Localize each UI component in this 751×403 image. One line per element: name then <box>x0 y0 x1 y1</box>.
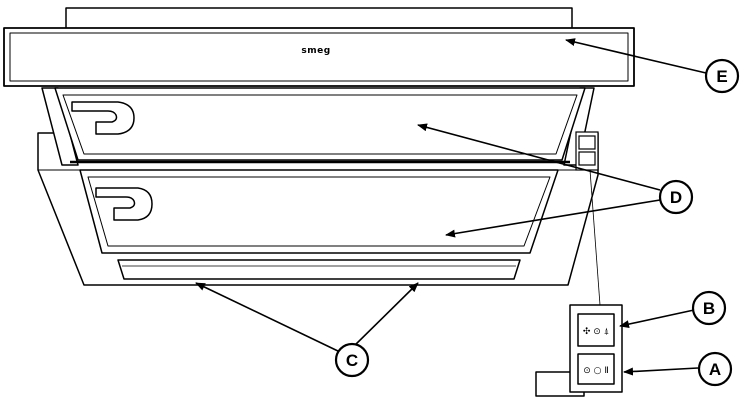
hood-switch-fan <box>578 135 596 150</box>
callout-d-circle <box>658 179 694 215</box>
fan-switch-symbols: ✣ ⊙ ⍋ <box>583 327 609 337</box>
leader-c-left <box>195 282 341 353</box>
leader-c-right <box>349 282 419 351</box>
callout-a-circle <box>697 351 733 387</box>
callout-e-circle <box>704 58 740 94</box>
fan-switch <box>577 313 615 347</box>
upper-handle-cutout <box>71 101 135 135</box>
left-rail <box>41 87 79 166</box>
upper-filter-panel-inner <box>62 94 578 155</box>
light-switch <box>577 353 615 385</box>
callout-c-label: C <box>346 351 358 370</box>
leader-a <box>623 367 699 376</box>
lower-handle-cutout <box>95 187 153 221</box>
leader-b <box>619 309 695 329</box>
callout-a-label: A <box>709 360 721 379</box>
light-switch-symbols: ⊙ ○ Ⅱ <box>583 366 609 376</box>
hood-switch-light <box>578 151 596 166</box>
leader-d-upper <box>417 123 661 191</box>
leader-e <box>565 38 707 74</box>
callout-b-label: B <box>703 299 715 318</box>
callout-c-circle <box>334 342 370 378</box>
leader-d-lower <box>445 199 661 238</box>
top-visor-inner <box>9 32 629 82</box>
brand-logo: smeg <box>301 46 330 56</box>
lower-filter-panel-inner <box>87 176 551 247</box>
callout-e-label: E <box>716 67 727 86</box>
callout-d-label: D <box>670 188 682 207</box>
hood-top-lip <box>65 7 573 31</box>
switch-lead <box>589 169 601 306</box>
front-grip-strip <box>117 259 521 280</box>
callout-b-circle <box>691 290 727 326</box>
